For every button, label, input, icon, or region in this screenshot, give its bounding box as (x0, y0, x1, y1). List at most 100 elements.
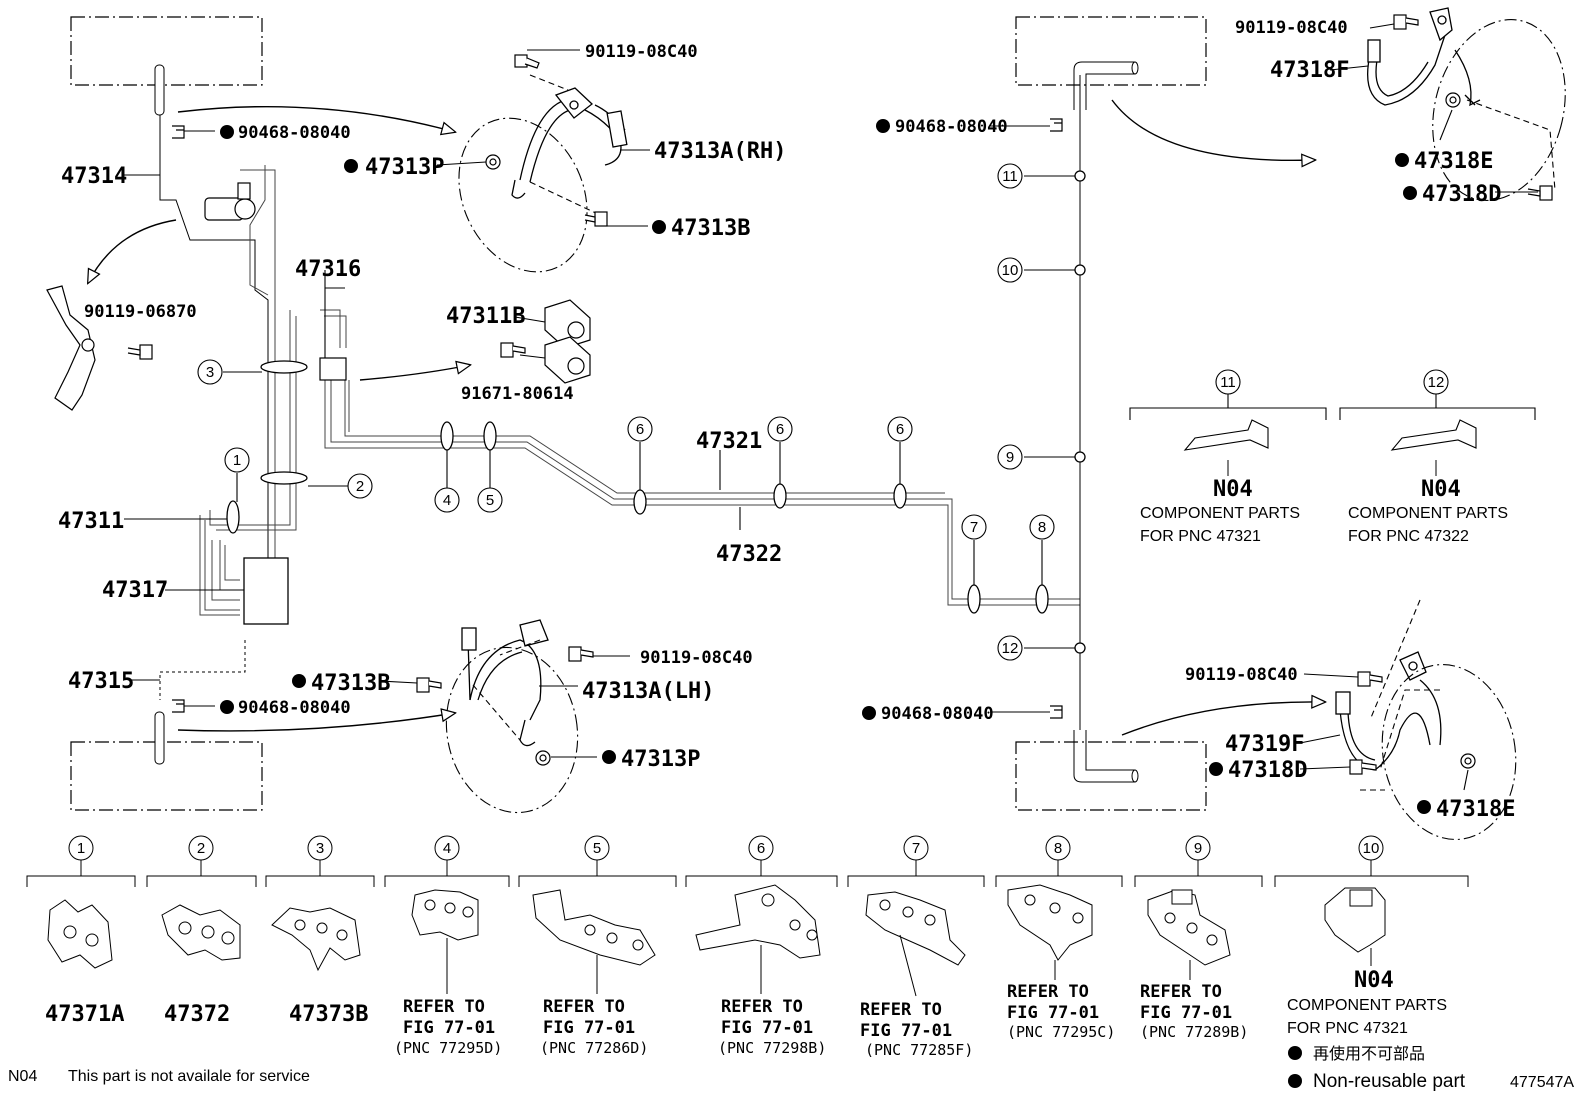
clip-icons (172, 118, 1063, 719)
svg-text:5: 5 (486, 492, 494, 509)
part-10-code: N04 (1354, 968, 1394, 993)
part-7-ref2: FIG 77-01 (860, 1021, 952, 1041)
callout-circles: 1 2 3 4 5 6 6 6 7 8 9 10 11 12 (197, 163, 1055, 661)
part-6-ref2: FIG 77-01 (721, 1018, 813, 1038)
clamp-47311B (544, 299, 591, 384)
part-2: 2 47372 (146, 835, 257, 1027)
label-47316: 47316 (295, 257, 361, 282)
wheel-area-front-left (70, 16, 263, 86)
part-4-pnc: (PNC 77295D) (394, 1039, 502, 1057)
label-90468-tl: 90468-08040 (238, 123, 351, 143)
label-90119-tr-top: 90119-08C40 (585, 42, 698, 62)
label-47318D-bot: 47318D (1228, 758, 1307, 783)
footnote-code: N04 (8, 1068, 37, 1085)
inset-12-code: N04 (1421, 477, 1461, 502)
part-8-pnc: (PNC 77295C) (1007, 1023, 1115, 1041)
svg-text:4: 4 (443, 492, 451, 509)
brake-tubes (154, 61, 1139, 783)
svg-text:2: 2 (197, 840, 205, 857)
part-6-ref1: REFER TO (721, 997, 803, 1017)
label-47318E-top: 47318E (1414, 149, 1493, 174)
label-91671: 91671-80614 (461, 384, 574, 404)
label-47311: 47311 (58, 509, 124, 534)
label-90119-06870: 90119-06870 (84, 302, 197, 322)
wheel-area-rear-right (1015, 741, 1207, 811)
label-47313P-top: 47313P (365, 155, 444, 180)
label-90119-rt: 90119-08C40 (1235, 18, 1348, 38)
junction-block-47317 (243, 557, 289, 625)
wheel-areas (70, 16, 1207, 811)
svg-text:6: 6 (896, 421, 904, 438)
svg-text:1: 1 (233, 452, 241, 469)
bolt-icons (127, 14, 1553, 775)
part-9-pnc: (PNC 77289B) (1140, 1023, 1248, 1041)
inset-12-line2: FOR PNC 47322 (1348, 528, 1469, 545)
svg-text:12: 12 (1002, 640, 1019, 657)
svg-text:3: 3 (206, 364, 214, 381)
svg-text:8: 8 (1038, 519, 1046, 536)
valve-icon (204, 182, 256, 221)
svg-text:12: 12 (1428, 374, 1445, 391)
svg-text:11: 11 (1220, 374, 1236, 391)
part-5-ref2: FIG 77-01 (543, 1018, 635, 1038)
clip-ellipses (226, 170, 1086, 654)
inset-11: 11 N04 COMPONENT PARTS FOR PNC 47321 (1129, 369, 1327, 545)
arrows (88, 99, 1325, 736)
part-7-ref1: REFER TO (860, 1000, 942, 1020)
part-7-pnc: (PNC 77285F) (865, 1041, 973, 1059)
label-47318D-top: 47318D (1422, 182, 1501, 207)
part-10: 10 N04 COMPONENT PARTS FOR PNC 47321 (1274, 835, 1469, 1037)
wheel-area-rear-left (70, 741, 263, 811)
part-5-ref1: REFER TO (543, 997, 625, 1017)
part-6-pnc: (PNC 77298B) (718, 1039, 826, 1057)
svg-text:6: 6 (636, 421, 644, 438)
label-90119-rb: 90119-08C40 (1185, 665, 1298, 685)
non-reusable-bullets (220, 119, 1431, 1088)
svg-text:6: 6 (776, 421, 784, 438)
part-3-pn: 47373B (289, 1002, 368, 1027)
label-47319F: 47319F (1225, 732, 1304, 757)
svg-text:9: 9 (1006, 449, 1014, 466)
label-90468-tr: 90468-08040 (895, 117, 1008, 137)
label-47313A-LH: 47313A(LH) (582, 679, 714, 704)
svg-text:6: 6 (757, 840, 765, 857)
figure-id: 477547A (1510, 1074, 1574, 1091)
svg-text:1: 1 (77, 840, 85, 857)
legend-en: Non-reusable part (1313, 1071, 1466, 1092)
svg-text:9: 9 (1194, 840, 1202, 857)
svg-text:3: 3 (316, 840, 324, 857)
part-6: 6 REFER TO FIG 77-01 (PNC 77298B) (685, 835, 838, 1057)
svg-text:2: 2 (356, 478, 364, 495)
bottom-parts: 1 47371A 2 47372 3 47373B 4 (26, 835, 1469, 1059)
svg-text:7: 7 (912, 840, 920, 857)
legend-jp: 再使用不可部品 (1313, 1045, 1425, 1063)
label-90468-bl: 90468-08040 (238, 698, 351, 718)
washer-icons (485, 92, 1476, 769)
part-8-ref1: REFER TO (1007, 982, 1089, 1002)
part-9: 9 REFER TO FIG 77-01 (PNC 77289B) (1134, 835, 1263, 1041)
inset-11-line1: COMPONENT PARTS (1140, 505, 1300, 522)
label-47313B-bot: 47313B (311, 671, 390, 696)
part-4-ref1: REFER TO (403, 997, 485, 1017)
part-labels: 47314 90468-08040 90119-06870 90119-08C4… (58, 18, 1515, 822)
svg-text:10: 10 (1363, 840, 1380, 857)
svg-text:4: 4 (443, 840, 451, 857)
svg-text:11: 11 (1002, 168, 1018, 185)
part-8-ref2: FIG 77-01 (1007, 1003, 1099, 1023)
inset-12: 12 N04 COMPONENT PARTS FOR PNC 47322 (1339, 369, 1536, 545)
part-10-line1: COMPONENT PARTS (1287, 997, 1447, 1014)
label-90468-br: 90468-08040 (881, 704, 994, 724)
label-47311B: 47311B (446, 304, 525, 329)
part-8: 8 REFER TO FIG 77-01 (PNC 77295C) (995, 835, 1123, 1041)
hose-groupings (445, 19, 1566, 840)
part-4-ref2: FIG 77-01 (403, 1018, 495, 1038)
inset-11-code: N04 (1213, 477, 1253, 502)
label-47315: 47315 (68, 669, 134, 694)
label-47313P-bot: 47313P (621, 747, 700, 772)
part-9-ref2: FIG 77-01 (1140, 1003, 1232, 1023)
part-4: 4 REFER TO FIG 77-01 (PNC 77295D) (384, 835, 510, 1057)
leader-lines (124, 23, 1538, 791)
label-90119-lh: 90119-08C40 (640, 648, 753, 668)
label-47321: 47321 (696, 429, 762, 454)
